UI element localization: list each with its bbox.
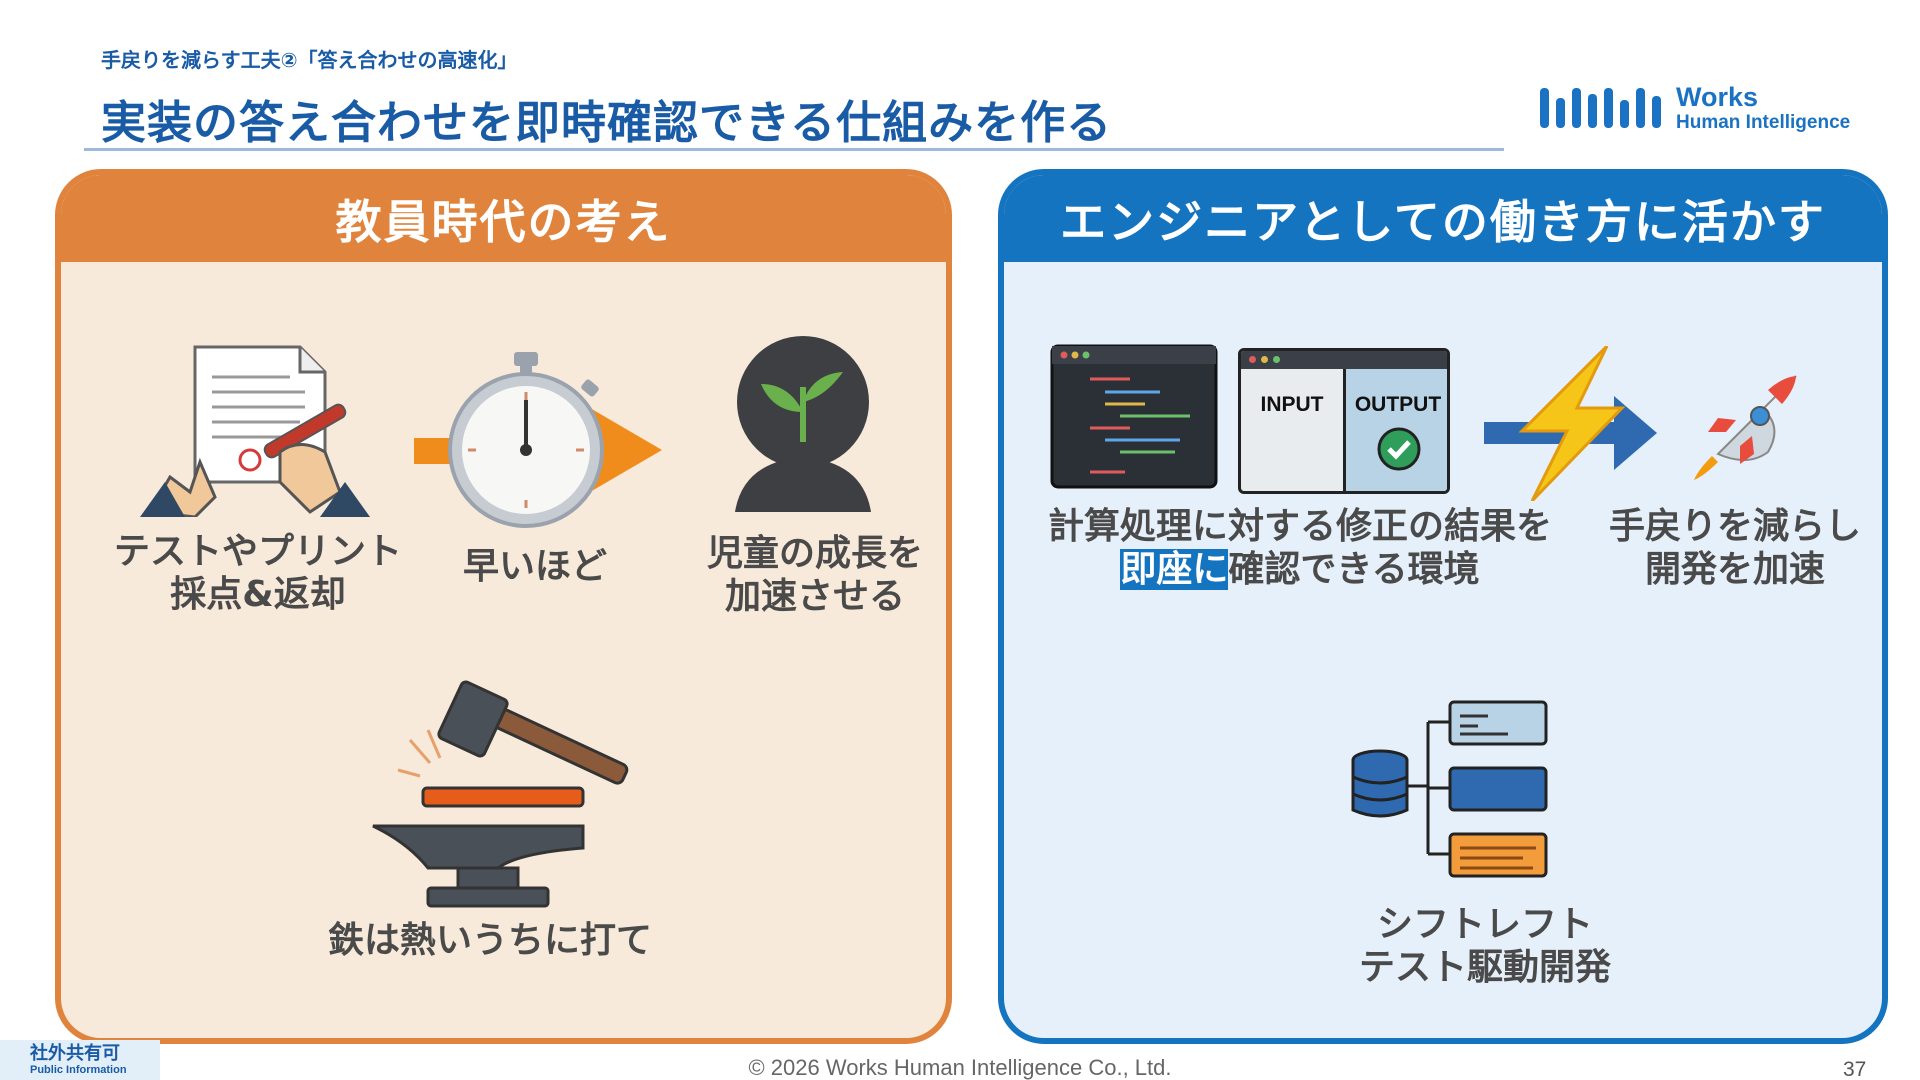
logo-text-works: Works xyxy=(1676,82,1759,112)
title-divider xyxy=(84,148,1504,151)
input-output-window: INPUT OUTPUT xyxy=(1238,348,1450,494)
copyright-text: © 2026 Works Human Intelligence Co., Ltd… xyxy=(748,1055,1172,1080)
input-label: INPUT xyxy=(1260,393,1324,416)
logo-text-hi: Human Intelligence xyxy=(1676,112,1851,133)
label-fast: 早いほど xyxy=(462,546,607,587)
stopwatch-icon xyxy=(414,352,662,528)
engineer-panel: エンジニアとしての働き方に活かす xyxy=(998,169,1888,1044)
public-info-badge: 社外共有可 Public Information xyxy=(0,1040,160,1080)
page-title: 実装の答え合わせを即時確認できる仕組みを作る xyxy=(101,96,1113,149)
label-child-growth: 児童の成長を 加速させる xyxy=(706,533,923,617)
database-tree-icon xyxy=(1351,700,1548,878)
window-titlebar xyxy=(1241,351,1447,369)
lightning-arrow-icon xyxy=(1484,346,1657,501)
rocket-icon xyxy=(1694,375,1797,480)
works-logo: Works Human Intelligence xyxy=(1538,82,1858,138)
label-reduce-rework: 手戻りを減らし 開発を加速 xyxy=(1608,506,1861,590)
label-shift-left: シフトレフト テスト駆動開発 xyxy=(1358,904,1611,988)
child-growth-icon xyxy=(735,336,871,512)
grading-paper-icon xyxy=(140,345,370,517)
highlight-instant: 即座に xyxy=(1120,549,1229,590)
label-test-print: テストやプリント 採点&返却 xyxy=(113,531,402,615)
engineer-panel-heading: エンジニアとしての働き方に活かす xyxy=(1004,175,1882,262)
teacher-panel-heading: 教員時代の考え xyxy=(61,175,946,262)
code-editor-icon xyxy=(1050,344,1218,489)
logo-bars-icon xyxy=(1540,88,1661,128)
section-subtitle: 手戻りを減らす工夫②「答え合わせの高速化」 xyxy=(101,48,518,72)
check-icon xyxy=(1377,427,1421,471)
label-iron-proverb: 鉄は熱いうちに打て xyxy=(327,920,652,961)
label-instant-check: 計算処理に対する修正の結果を 即座に確認できる環境 xyxy=(1047,506,1552,590)
anvil-hammer-icon xyxy=(372,680,629,908)
page-number: 37 xyxy=(1843,1058,1867,1080)
